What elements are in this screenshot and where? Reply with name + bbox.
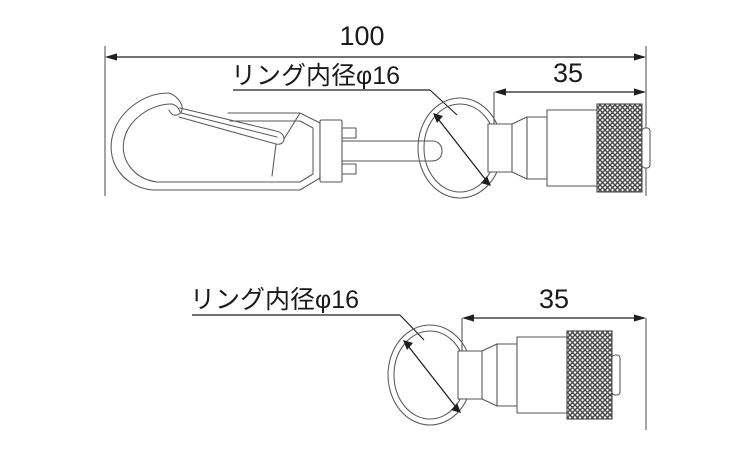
carabiner-nose-inner xyxy=(171,103,181,113)
swivel-shaft-upper xyxy=(319,119,443,183)
connector-mid-barrel xyxy=(526,116,548,180)
dimension-value-35: 35 xyxy=(553,58,583,88)
swivel-shaft-bar xyxy=(341,140,443,162)
arrow-left-100 xyxy=(105,53,117,61)
leader-diagonal-upper xyxy=(429,89,458,116)
arrow-left-35 xyxy=(494,88,506,96)
dimension-connector-length-upper: 35 xyxy=(493,58,646,125)
carabiner-nose-tip xyxy=(168,92,183,116)
swivel-step-bottom xyxy=(341,163,357,175)
arrow-right-100 xyxy=(634,53,646,61)
annotation-ring-diameter-lower: リング内径φ16 xyxy=(190,286,425,341)
connector-neck-lower xyxy=(457,350,483,400)
connector-wide-barrel-lower xyxy=(516,336,568,414)
connector-end-cap-lower xyxy=(611,354,621,396)
dimension-connector-length-lower: 35 xyxy=(461,284,647,430)
connector-wide-barrel xyxy=(546,109,598,187)
ring-diameter-arrow-line-lower xyxy=(404,341,460,412)
arrow-right-35 xyxy=(634,88,646,96)
annotation-ring-diameter-upper: リング内径φ16 xyxy=(231,62,458,116)
connector-neck xyxy=(487,123,513,173)
connector-body-upper xyxy=(487,103,651,193)
carabiner-gate-arm-centerline xyxy=(180,112,278,138)
connector-knurled-grip xyxy=(596,103,643,193)
carabiner-outer-profile xyxy=(110,92,321,191)
connector-taper xyxy=(511,116,528,180)
leader-diagonal-lower xyxy=(399,314,425,341)
swivel-step-top xyxy=(341,127,357,139)
ring-diameter-arrow-line xyxy=(434,114,490,185)
connector-knurled-grip-lower xyxy=(566,330,613,420)
connector-end-cap xyxy=(641,127,651,169)
arrow-right-35-lower xyxy=(634,314,646,322)
ring-diameter-label-upper: リング内径φ16 xyxy=(231,62,400,90)
swivel-flange xyxy=(319,119,343,183)
connector-taper-lower xyxy=(481,343,498,407)
carabiner-gate-bracket xyxy=(283,112,301,140)
ring-diameter-label-lower: リング内径φ16 xyxy=(190,286,359,314)
connector-mid-barrel-lower xyxy=(496,343,518,407)
lower-assembly-view: リング内径φ16 35 xyxy=(190,284,647,430)
dimension-value-100: 100 xyxy=(339,21,384,51)
connector-body-lower xyxy=(457,330,621,420)
ring-diameter-arrow-head-bottom-lower xyxy=(451,403,461,413)
dimension-value-35-lower: 35 xyxy=(539,284,569,314)
ring-diameter-arrow-head-bottom xyxy=(481,176,491,186)
carabiner-gate-strut xyxy=(271,143,277,177)
upper-assembly-view: 100 35 リング内径φ16 xyxy=(104,21,651,199)
ring-diameter-arrow-head-top xyxy=(433,113,443,123)
ring-diameter-arrow-head-top-lower xyxy=(403,340,413,350)
arrow-left-35-lower xyxy=(462,314,474,322)
carabiner-inner-profile xyxy=(122,103,314,183)
dimension-overall-length: 100 xyxy=(105,21,646,61)
carabiner-hook-upper xyxy=(110,92,321,191)
split-ring-lower xyxy=(387,324,473,426)
